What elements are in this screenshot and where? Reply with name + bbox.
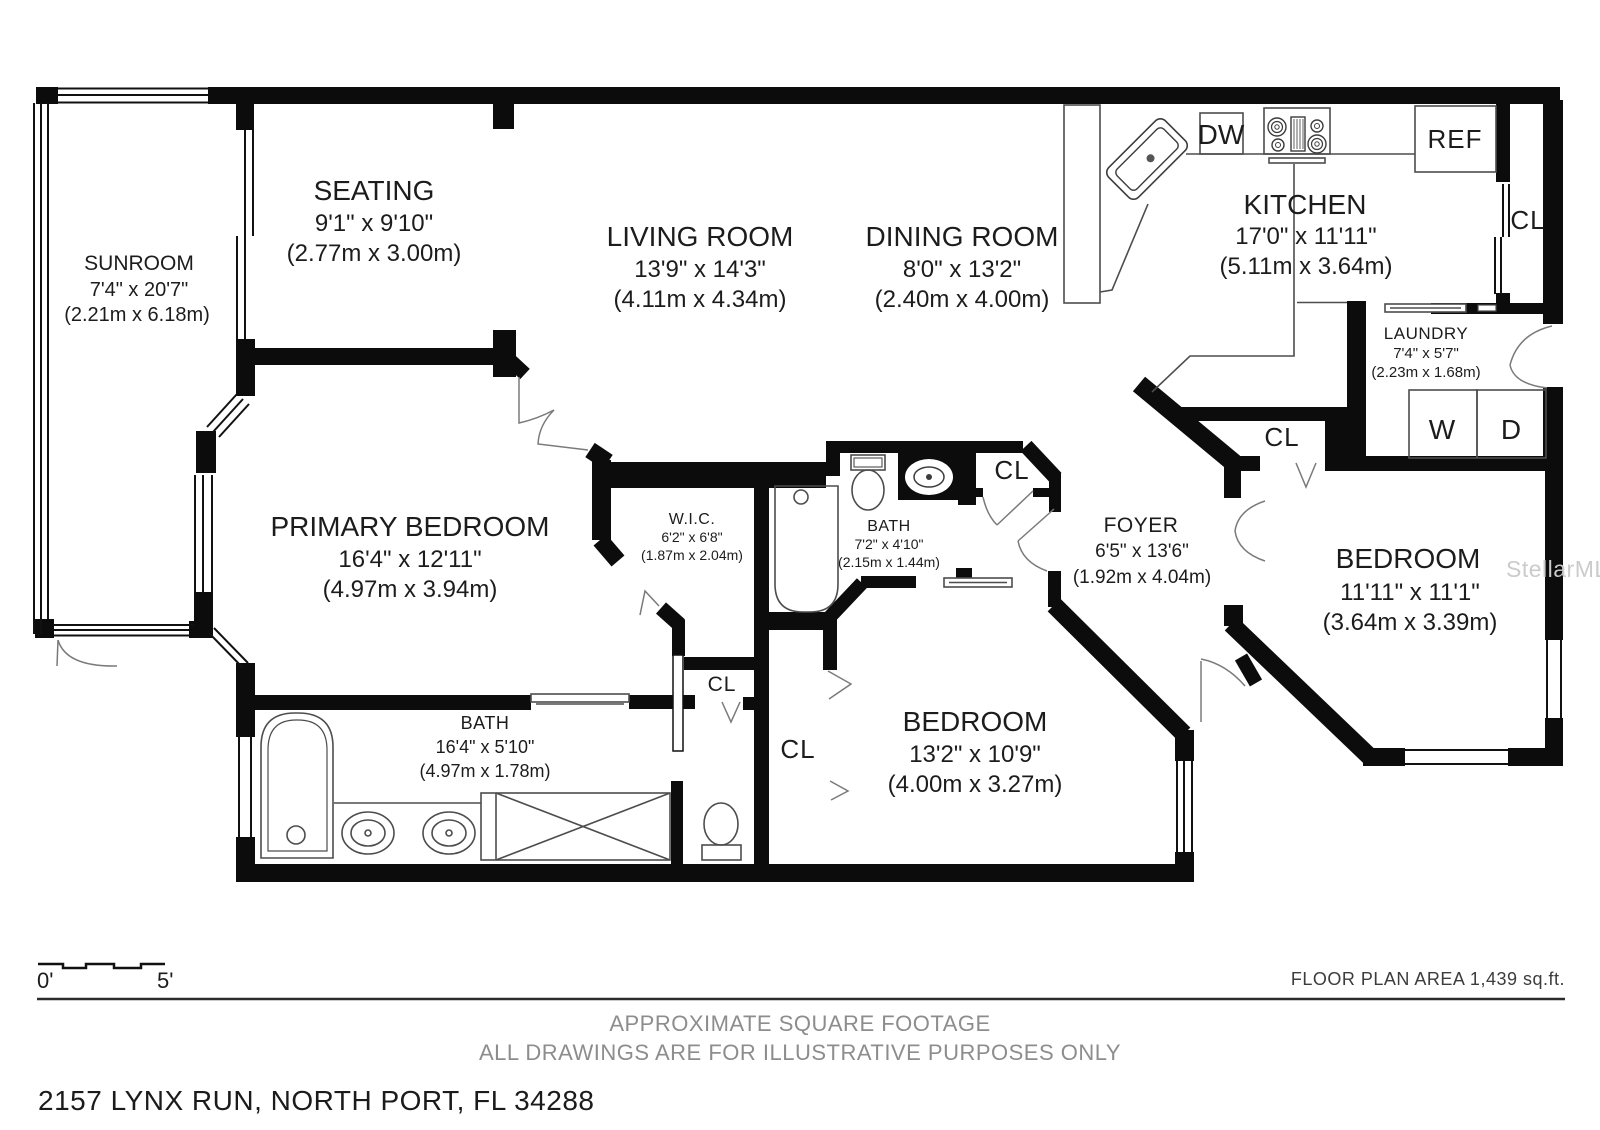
svg-text:KITCHEN: KITCHEN	[1244, 189, 1367, 220]
svg-text:7'4" x 5'7": 7'4" x 5'7"	[1393, 345, 1459, 362]
svg-text:17'0" x 11'11": 17'0" x 11'11"	[1235, 223, 1376, 250]
svg-text:DW: DW	[1198, 119, 1245, 150]
svg-text:SUNROOM: SUNROOM	[84, 252, 194, 275]
svg-text:7'2" x 4'10": 7'2" x 4'10"	[855, 536, 924, 552]
svg-text:CL: CL	[1264, 422, 1299, 452]
svg-text:(3.64m x 3.39m): (3.64m x 3.39m)	[1323, 609, 1498, 636]
svg-text:(4.00m x 3.27m): (4.00m x 3.27m)	[888, 771, 1063, 798]
svg-text:BEDROOM: BEDROOM	[1336, 543, 1481, 574]
svg-text:16'4" x 5'10": 16'4" x 5'10"	[436, 737, 535, 757]
svg-text:BATH: BATH	[867, 518, 910, 535]
svg-text:SEATING: SEATING	[314, 175, 435, 206]
svg-text:11'11" x 11'1": 11'11" x 11'1"	[1340, 579, 1480, 606]
svg-text:APPROXIMATE SQUARE FOOTAGE: APPROXIMATE SQUARE FOOTAGE	[609, 1011, 990, 1036]
svg-text:8'0" x 13'2": 8'0" x 13'2"	[903, 256, 1021, 283]
svg-text:13'9" x 14'3": 13'9" x 14'3"	[634, 256, 766, 283]
svg-text:(1.87m x 2.04m): (1.87m x 2.04m)	[641, 547, 743, 563]
svg-text:(5.11m x 3.64m): (5.11m x 3.64m)	[1220, 253, 1393, 280]
svg-text:6'5" x 13'6": 6'5" x 13'6"	[1095, 541, 1189, 562]
svg-text:(1.92m x 4.04m): (1.92m x 4.04m)	[1073, 567, 1211, 588]
svg-text:W: W	[1429, 414, 1456, 445]
svg-text:(4.11m x 4.34m): (4.11m x 4.34m)	[614, 286, 787, 313]
svg-text:ALL DRAWINGS ARE FOR ILLUSTRAT: ALL DRAWINGS ARE FOR ILLUSTRATIVE PURPOS…	[479, 1040, 1121, 1065]
svg-text:0': 0'	[37, 968, 53, 993]
svg-text:(2.77m x 3.00m): (2.77m x 3.00m)	[287, 240, 462, 267]
svg-text:2157 LYNX RUN, NORTH PORT, FL: 2157 LYNX RUN, NORTH PORT, FL 34288	[38, 1085, 594, 1116]
svg-text:W.I.C.: W.I.C.	[669, 511, 716, 528]
svg-text:StellarMLS: StellarMLS	[1506, 556, 1600, 582]
svg-text:5': 5'	[157, 968, 173, 993]
svg-text:REF: REF	[1428, 124, 1483, 154]
svg-text:16'4" x 12'11": 16'4" x 12'11"	[338, 546, 481, 573]
svg-text:CL: CL	[708, 673, 737, 696]
svg-text:(2.21m x 6.18m): (2.21m x 6.18m)	[64, 304, 210, 326]
svg-text:7'4" x 20'7": 7'4" x 20'7"	[90, 279, 189, 301]
svg-text:CL: CL	[1510, 205, 1545, 235]
svg-text:FOYER: FOYER	[1104, 514, 1179, 537]
svg-text:(4.97m x 1.78m): (4.97m x 1.78m)	[419, 761, 550, 781]
svg-text:LIVING ROOM: LIVING ROOM	[607, 221, 794, 252]
svg-text:CL: CL	[780, 734, 815, 764]
svg-text:(2.15m x 1.44m): (2.15m x 1.44m)	[838, 554, 940, 570]
svg-text:(2.40m x 4.00m): (2.40m x 4.00m)	[875, 286, 1050, 313]
svg-text:(4.97m x 3.94m): (4.97m x 3.94m)	[323, 576, 498, 603]
svg-text:BATH: BATH	[461, 713, 510, 733]
svg-text:BEDROOM: BEDROOM	[903, 706, 1048, 737]
svg-text:DINING ROOM: DINING ROOM	[866, 221, 1059, 252]
svg-text:9'1" x 9'10": 9'1" x 9'10"	[315, 210, 433, 237]
svg-text:D: D	[1501, 414, 1521, 445]
svg-text:13'2" x 10'9": 13'2" x 10'9"	[909, 741, 1041, 768]
svg-text:FLOOR PLAN AREA 1,439 sq.ft.: FLOOR PLAN AREA 1,439 sq.ft.	[1291, 969, 1565, 989]
svg-text:(2.23m x 1.68m): (2.23m x 1.68m)	[1371, 364, 1480, 381]
svg-text:CL: CL	[994, 455, 1029, 485]
svg-text:6'2" x 6'8": 6'2" x 6'8"	[661, 529, 722, 545]
svg-text:PRIMARY BEDROOM: PRIMARY BEDROOM	[270, 511, 549, 542]
svg-text:LAUNDRY: LAUNDRY	[1384, 324, 1468, 343]
